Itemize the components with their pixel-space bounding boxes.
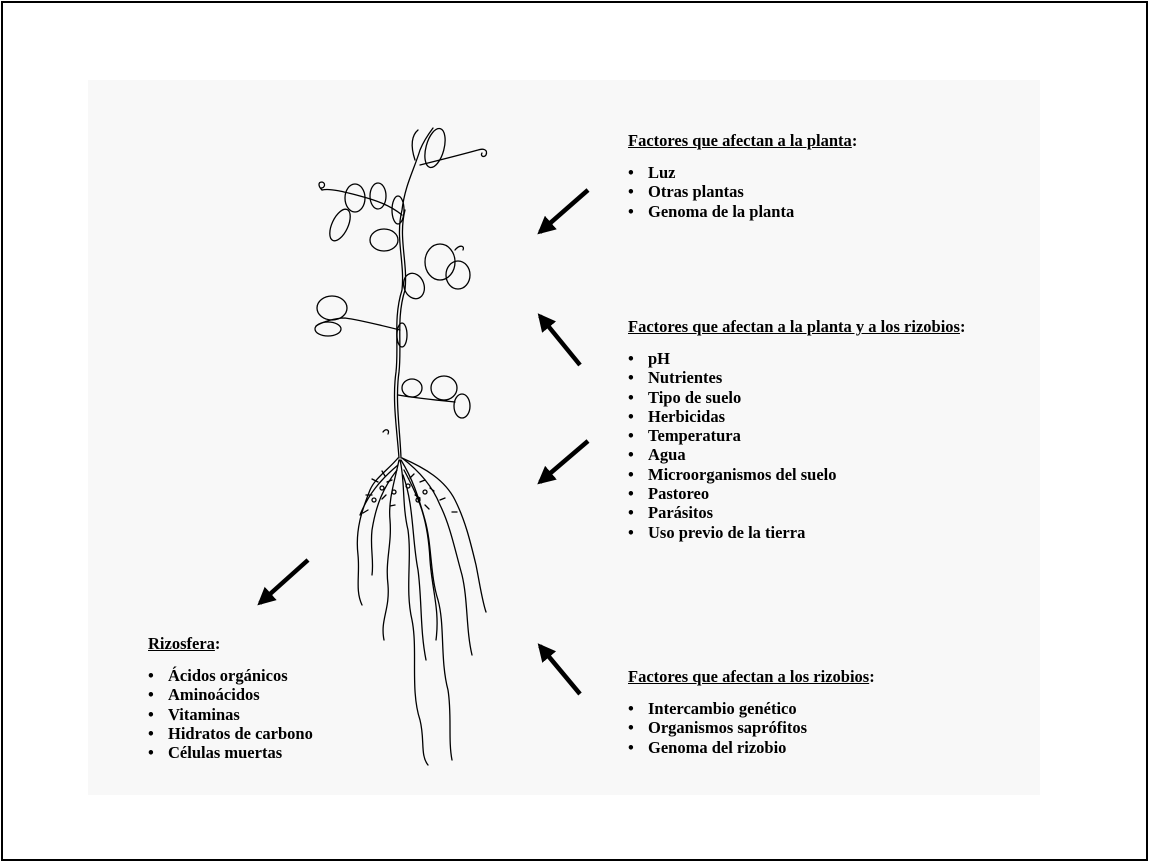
section-title: Rizosfera:: [148, 634, 313, 654]
title-colon: :: [869, 667, 875, 686]
list-item: Uso previo de la tierra: [628, 523, 965, 542]
arrow-up-left-2: [540, 646, 580, 694]
shared-factors-section: Factores que afectan a la planta y a los…: [628, 317, 965, 542]
list-item: Vitaminas: [148, 705, 313, 724]
list-item: Organismos saprófitos: [628, 718, 875, 737]
rhizobia-factors-title: Factores que afectan a los rizobios: [628, 667, 869, 686]
list-item: Otras plantas: [628, 182, 857, 201]
shared-factors-title: Factores que afectan a la planta y a los…: [628, 317, 960, 336]
list-item: Aminoácidos: [148, 685, 313, 704]
plant-factors-list: Luz Otras plantas Genoma de la planta: [628, 163, 857, 221]
arrow-down-left-1: [540, 190, 588, 232]
plant-factors-title: Factores que afectan a la planta: [628, 131, 852, 150]
arrow-up-left-1: [540, 316, 580, 365]
title-colon: :: [215, 634, 221, 653]
list-item: Agua: [628, 445, 965, 464]
title-colon: :: [852, 131, 858, 150]
list-item: Herbicidas: [628, 407, 965, 426]
arrow-down-left-2: [540, 441, 588, 482]
rhizobia-factors-list: Intercambio genético Organismos saprófit…: [628, 699, 875, 757]
list-item: Pastoreo: [628, 484, 965, 503]
shared-factors-list: pH Nutrientes Tipo de suelo Herbicidas T…: [628, 349, 965, 542]
rhizosphere-section: Rizosfera: Ácidos orgánicos Aminoácidos …: [148, 634, 313, 762]
list-item: Tipo de suelo: [628, 388, 965, 407]
list-item: Genoma de la planta: [628, 202, 857, 221]
section-title: Factores que afectan a los rizobios:: [628, 667, 875, 687]
section-title: Factores que afectan a la planta:: [628, 131, 857, 151]
list-item: Luz: [628, 163, 857, 182]
list-item: Parásitos: [628, 503, 965, 522]
rhizobia-factors-section: Factores que afectan a los rizobios: Int…: [628, 667, 875, 757]
list-item: Genoma del rizobio: [628, 738, 875, 757]
list-item: Nutrientes: [628, 368, 965, 387]
list-item: Hidratos de carbono: [148, 724, 313, 743]
title-colon: :: [960, 317, 966, 336]
list-item: pH: [628, 349, 965, 368]
rhizosphere-list: Ácidos orgánicos Aminoácidos Vitaminas H…: [148, 666, 313, 762]
list-item: Células muertas: [148, 743, 313, 762]
arrow-down-left-3: [260, 560, 308, 603]
rhizosphere-title: Rizosfera: [148, 634, 215, 653]
list-item: Intercambio genético: [628, 699, 875, 718]
list-item: Temperatura: [628, 426, 965, 445]
plant-factors-section: Factores que afectan a la planta: Luz Ot…: [628, 131, 857, 221]
section-title: Factores que afectan a la planta y a los…: [628, 317, 965, 337]
list-item: Ácidos orgánicos: [148, 666, 313, 685]
list-item: Microorganismos del suelo: [628, 465, 965, 484]
